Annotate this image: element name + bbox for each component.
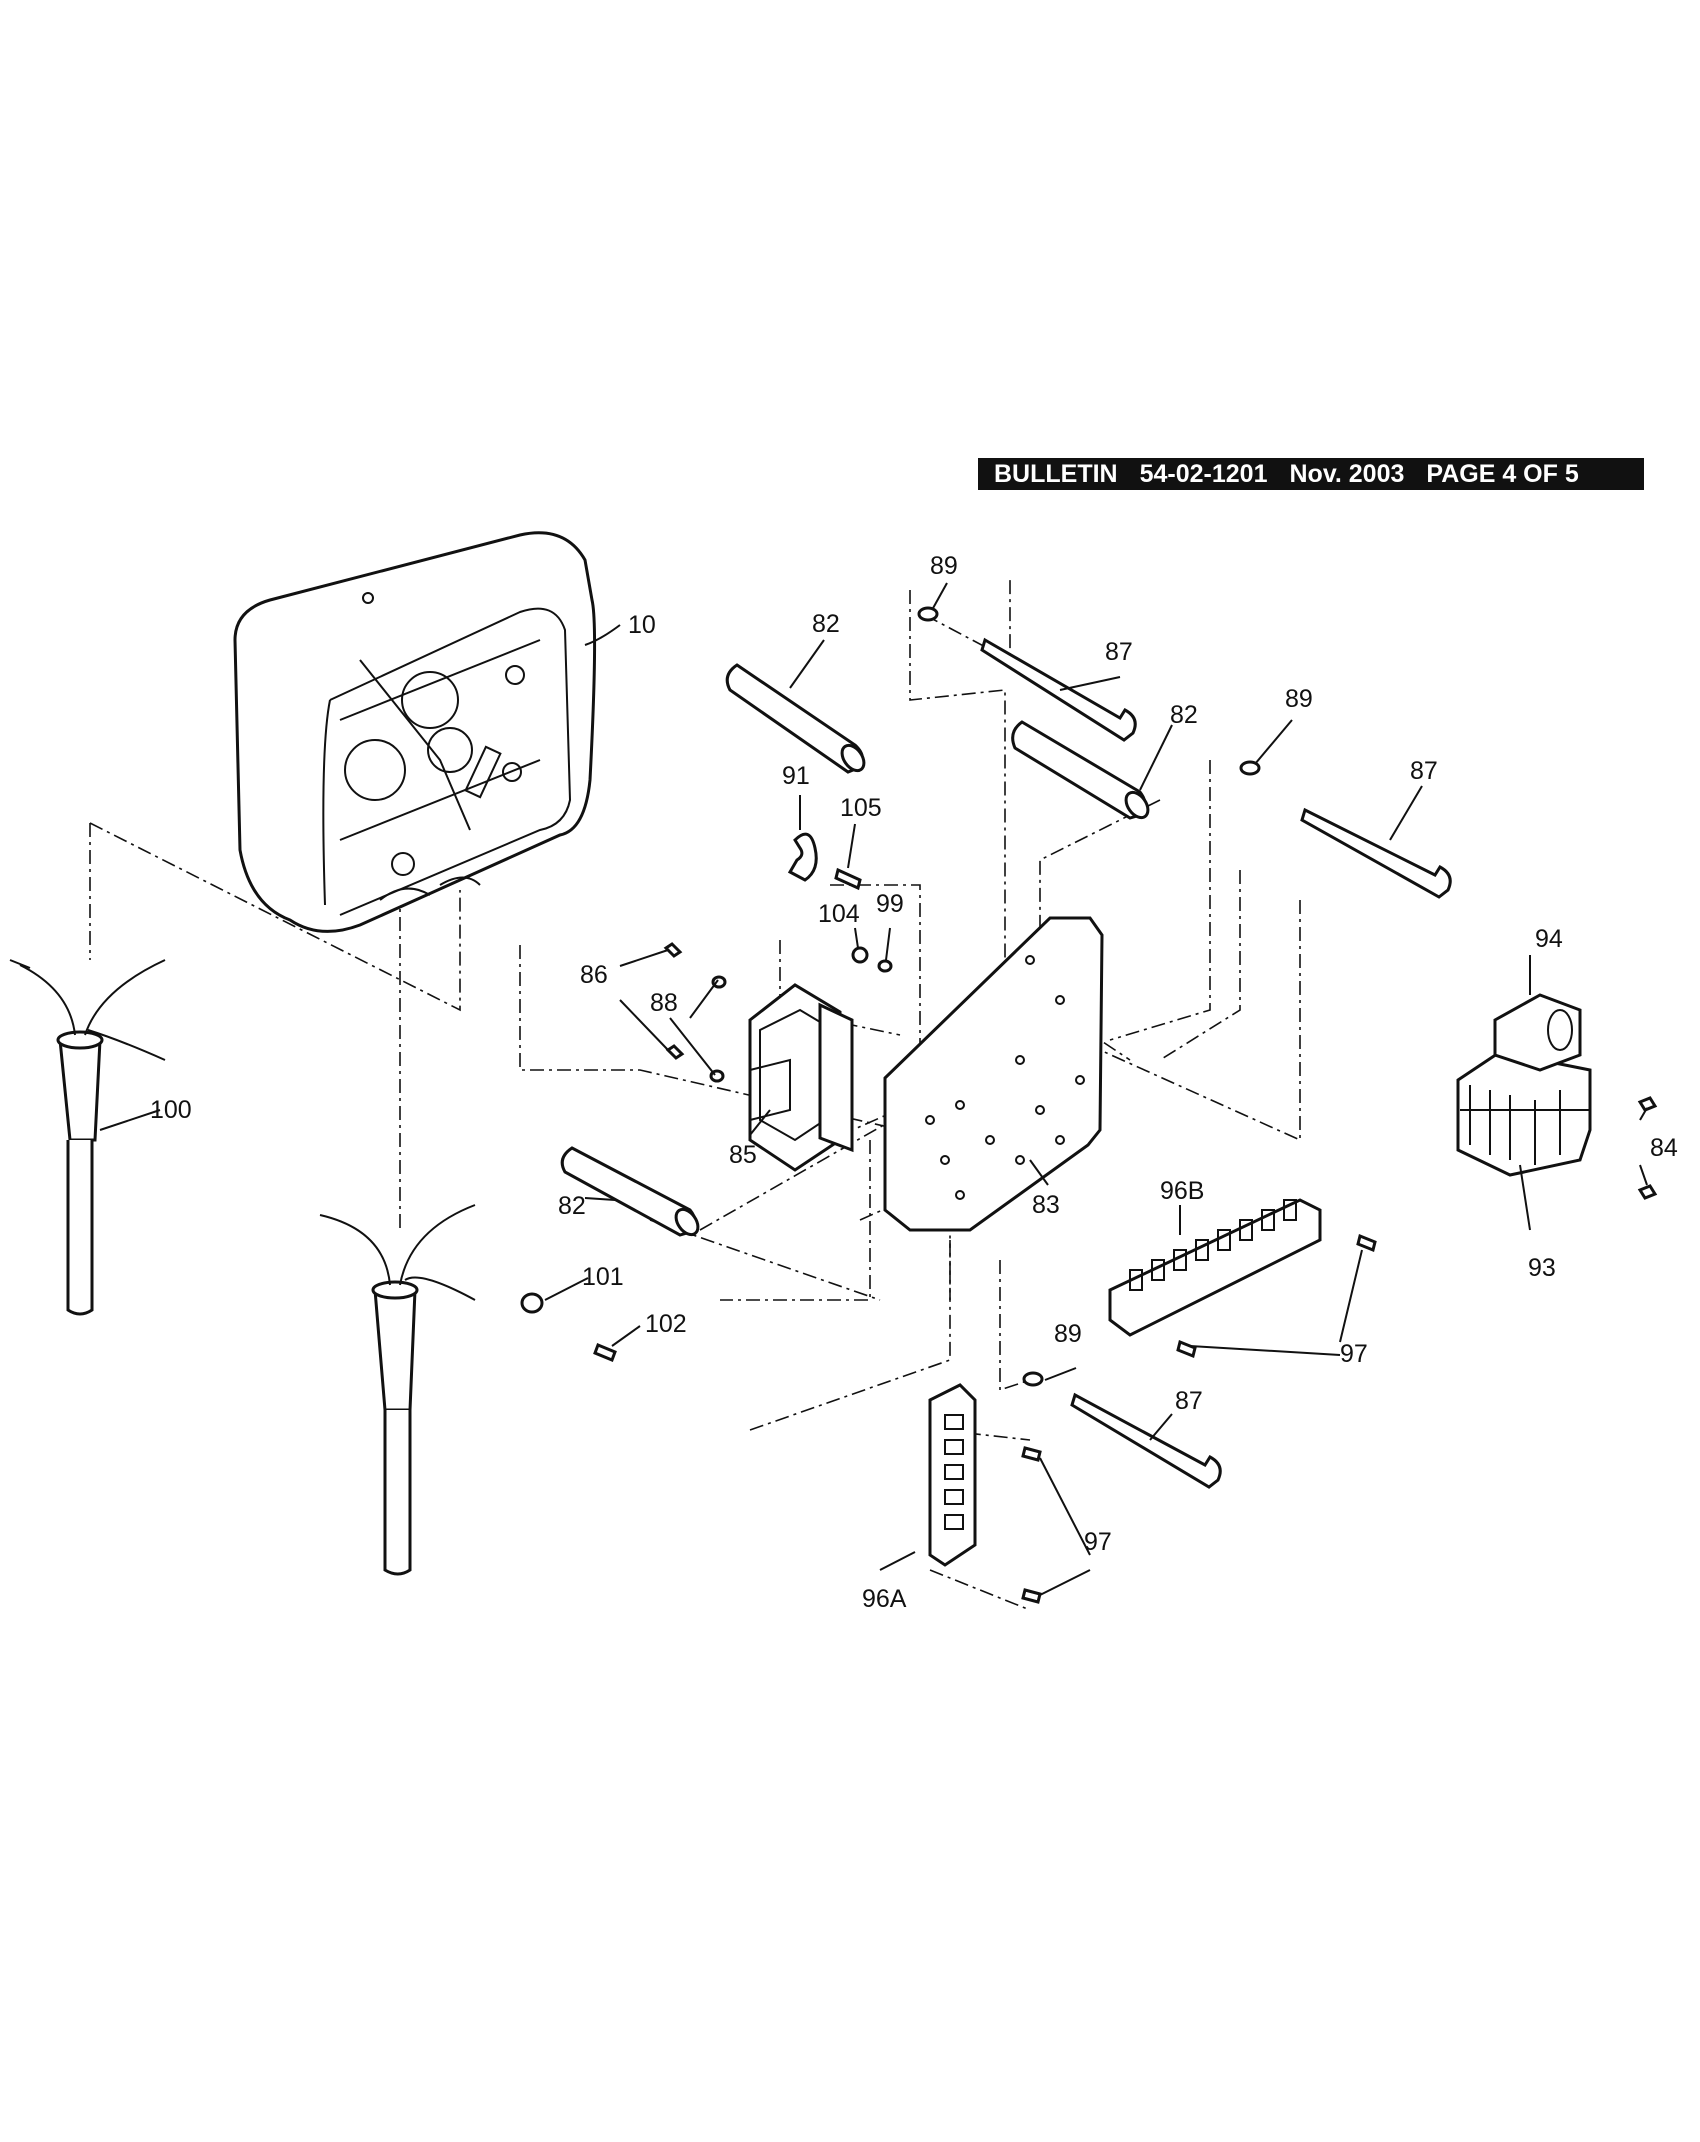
contactor-93: [1456, 1050, 1592, 1177]
label-102: 102: [645, 1310, 687, 1338]
label-91: 91: [782, 762, 810, 790]
spacer-82-bottom: [560, 1146, 700, 1237]
label-97-bottom: 97: [1084, 1528, 1112, 1556]
label-94: 94: [1535, 925, 1563, 953]
label-93: 93: [1528, 1254, 1556, 1282]
screw-97-96a-top: [1021, 1446, 1042, 1462]
terminal-block-96a: [928, 1383, 977, 1567]
label-87-bottom: 87: [1175, 1387, 1203, 1415]
terminal-block-96b: [1108, 1198, 1322, 1337]
label-10: 10: [628, 611, 656, 639]
label-101: 101: [582, 1263, 624, 1291]
screw-97-96a-bottom: [1021, 1588, 1042, 1604]
part-labels: 10 82 82 82 83 84 85 86 87 87 87 88 89 8…: [150, 552, 1678, 1613]
enclosure-cover: [233, 531, 597, 933]
screw-84-top: [1637, 1096, 1658, 1112]
label-82-middle: 82: [1170, 701, 1198, 729]
label-82-top: 82: [812, 610, 840, 638]
washer-89-bottom: [1022, 1371, 1044, 1387]
spacer-82-middle: [1011, 720, 1150, 820]
washer-101: [520, 1292, 544, 1314]
label-89-top: 89: [930, 552, 958, 580]
cable-bushing-100: [9, 959, 166, 1316]
screw-86-top: [663, 942, 683, 958]
washer-89-top: [917, 606, 939, 622]
label-87-middle: 87: [1410, 757, 1438, 785]
label-82-bottom: 82: [558, 1192, 586, 1220]
coil-94: [1493, 993, 1582, 1072]
label-84: 84: [1650, 1134, 1678, 1162]
label-88: 88: [650, 989, 678, 1017]
label-86: 86: [580, 961, 608, 989]
leader-lines: [99, 582, 1648, 1596]
label-85: 85: [729, 1141, 757, 1169]
label-104: 104: [818, 900, 860, 928]
washer-89-middle: [1239, 760, 1261, 776]
screw-97-96b-left: [1176, 1339, 1197, 1359]
label-97-right: 97: [1340, 1340, 1368, 1368]
label-96a: 96A: [862, 1585, 907, 1613]
spacer-82-top: [725, 663, 866, 774]
rod-87-middle: [1300, 807, 1452, 899]
screw-84-bottom: [1637, 1184, 1658, 1200]
label-96b: 96B: [1160, 1177, 1204, 1205]
label-83: 83: [1032, 1191, 1060, 1219]
cable-clamp-91: [787, 832, 818, 882]
label-89-middle: 89: [1285, 685, 1313, 713]
transformer-85: [748, 983, 854, 1172]
washer-99: [877, 959, 893, 973]
bulletin-date: Nov. 2003: [1289, 460, 1405, 488]
circuit-plate-83: [883, 916, 1104, 1232]
label-100: 100: [150, 1096, 192, 1124]
label-105: 105: [840, 794, 882, 822]
label-89-bottom: 89: [1054, 1320, 1082, 1348]
bulletin-number: 54-02-1201: [1139, 460, 1268, 488]
screw-86-bottom: [665, 1044, 685, 1060]
nut-104: [851, 946, 869, 964]
rod-87-top: [980, 637, 1137, 742]
screw-105: [834, 867, 862, 891]
screw-102: [593, 1343, 617, 1362]
label-99: 99: [876, 890, 904, 918]
bulletin-header: BULLETIN 54-02-1201 Nov. 2003 PAGE 4 OF 5: [978, 458, 1644, 490]
cable-bushing-lower: [319, 1204, 476, 1576]
rod-87-bottom: [1070, 1392, 1222, 1489]
bulletin-page: PAGE 4 OF 5: [1426, 460, 1579, 488]
screw-97-96b-right: [1356, 1233, 1377, 1253]
bulletin-word: BULLETIN: [994, 460, 1118, 488]
label-87-top: 87: [1105, 638, 1133, 666]
washer-88-top: [711, 975, 727, 989]
